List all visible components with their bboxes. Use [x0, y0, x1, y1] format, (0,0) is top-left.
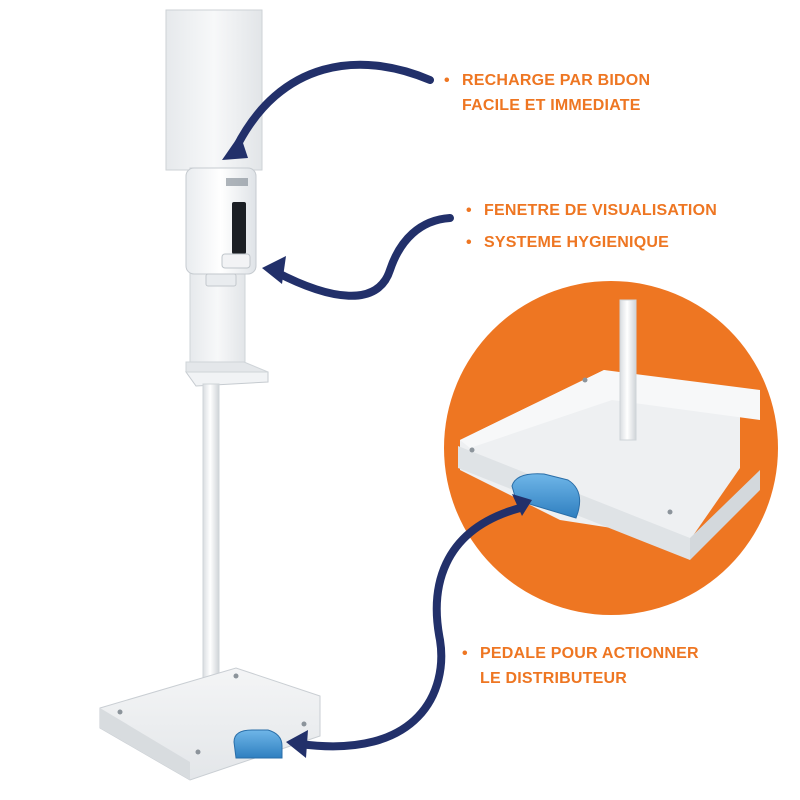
callout-recharge-line-1: RECHARGE PAR BIDON — [462, 72, 651, 89]
bullet-icon: • — [466, 202, 472, 219]
callout-recharge: • RECHARGE PAR BIDON FACILE ET IMMEDIATE — [440, 68, 650, 118]
bullet-icon: • — [466, 234, 472, 251]
foot-pedal — [233, 729, 283, 759]
bullet-icon: • — [462, 645, 468, 662]
arrow-visualisation-icon — [272, 214, 454, 300]
callout-pedale-line-2: LE DISTRIBUTEUR — [480, 670, 627, 687]
visualisation-window — [232, 202, 246, 254]
callout-recharge-line-2: FACILE ET IMMEDIATE — [462, 97, 641, 114]
arrow-pedal-icon — [296, 504, 524, 751]
callout-visualisation: • FENETRE DE VISUALISATION • SYSTEME HYGIE… — [462, 198, 717, 255]
arrowhead-visualisation-icon — [262, 256, 286, 284]
base-plate — [99, 667, 321, 781]
zoomed-pedal — [511, 473, 581, 519]
stand-pole — [202, 383, 220, 721]
bullet-icon: • — [444, 72, 450, 89]
arrowhead-pedal-top-icon — [512, 494, 532, 516]
drip-tray — [185, 361, 269, 387]
top-panel — [165, 9, 263, 171]
arrowhead-pedal-icon — [286, 730, 308, 758]
callout-item-fenetre: FENETRE DE VISUALISATION — [484, 202, 717, 219]
callout-pedale-line-1: PEDALE POUR ACTIONNER — [480, 645, 699, 662]
soap-dispenser — [185, 167, 257, 287]
zoom-circle — [444, 281, 778, 615]
callout-item-hygiene: SYSTEME HYGIENIQUE — [484, 234, 669, 251]
arrow-recharge-icon — [232, 60, 434, 152]
arrowhead-recharge-icon — [222, 134, 248, 160]
callout-pedale: • PEDALE POUR ACTIONNER LE DISTRIBUTEUR — [458, 641, 699, 691]
